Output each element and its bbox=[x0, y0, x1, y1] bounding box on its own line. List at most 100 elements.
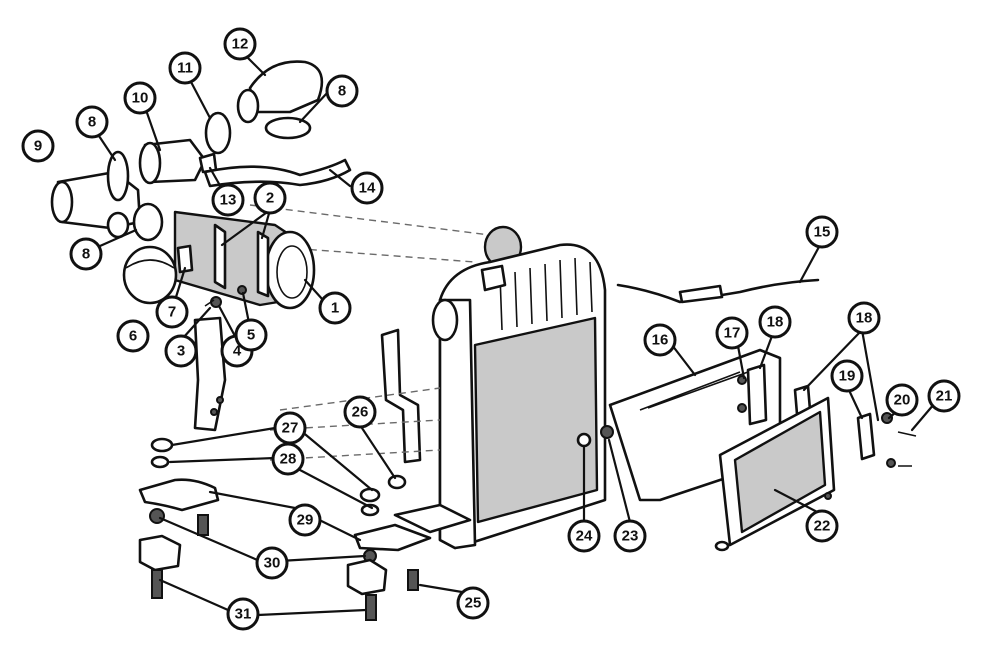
radiator-assembly bbox=[269, 243, 614, 550]
pipe-bolt bbox=[216, 396, 224, 404]
leader-line bbox=[217, 304, 238, 340]
clamp-11 bbox=[204, 111, 232, 155]
callout-18: 18 bbox=[758, 305, 792, 339]
leader-line bbox=[670, 343, 697, 377]
washer-18b bbox=[886, 458, 896, 468]
saddle-plate-29 bbox=[138, 478, 220, 512]
callout-label: 1 bbox=[331, 300, 339, 317]
callout-label: 2 bbox=[266, 190, 274, 207]
callout-label: 13 bbox=[220, 192, 237, 209]
callout-label: 28 bbox=[280, 451, 297, 468]
cooler-line-16 bbox=[639, 371, 749, 411]
callout-13: 13 bbox=[211, 183, 245, 217]
callouts: 1 2 3 4 5 6 7 8 8 8 9 10 11 12 13 14 15 … bbox=[21, 27, 961, 631]
callout-2: 2 bbox=[253, 181, 287, 215]
condenser-fins bbox=[733, 410, 827, 534]
callout-19: 18 bbox=[847, 301, 881, 335]
precleaner-cap bbox=[122, 245, 178, 305]
callout-label: 7 bbox=[168, 304, 176, 321]
callout-1: 1 bbox=[318, 291, 352, 325]
base-plate bbox=[393, 503, 472, 534]
leader-line bbox=[418, 583, 464, 594]
bolt-31 bbox=[365, 594, 377, 621]
washer-27 bbox=[359, 487, 381, 503]
callout-11: 11 bbox=[168, 51, 202, 85]
callout-label: 27 bbox=[282, 420, 299, 437]
callout-label: 21 bbox=[936, 388, 953, 405]
leader-line bbox=[798, 243, 822, 284]
callout-9: 9 bbox=[21, 129, 55, 163]
down-pipe bbox=[193, 316, 227, 432]
callout-14: 14 bbox=[350, 171, 384, 205]
bolt-3 bbox=[204, 299, 215, 307]
callout-label: 6 bbox=[129, 328, 137, 345]
drain-valve bbox=[576, 432, 592, 448]
callout-8: 8 bbox=[75, 105, 109, 139]
callout-label: 8 bbox=[88, 114, 96, 131]
washer-18 bbox=[881, 412, 893, 424]
callout-8: 8 bbox=[325, 74, 359, 108]
callout-label: 30 bbox=[264, 555, 281, 572]
callout-label: 11 bbox=[177, 60, 193, 77]
air-intake-assembly bbox=[50, 60, 523, 432]
leader-line bbox=[243, 53, 267, 77]
drain-fitting bbox=[600, 425, 614, 439]
leader-line bbox=[607, 438, 632, 524]
upper-clamp bbox=[264, 116, 312, 140]
callout-20: 19 bbox=[830, 359, 864, 393]
leader-line bbox=[158, 578, 368, 617]
callout-8: 8 bbox=[69, 237, 103, 271]
mount-rod bbox=[380, 328, 422, 464]
hose-end bbox=[50, 180, 74, 224]
condenser-bolt bbox=[824, 492, 832, 500]
callout-7: 7 bbox=[155, 295, 189, 329]
cap-ring bbox=[236, 88, 260, 124]
callout-label: 23 bbox=[622, 528, 639, 545]
leader-line bbox=[168, 456, 374, 510]
leader-line bbox=[758, 334, 774, 370]
callout-22: 22 bbox=[805, 509, 839, 543]
leader-line bbox=[170, 426, 374, 492]
callout-label: 10 bbox=[132, 90, 149, 107]
callout-6: 6 bbox=[116, 319, 150, 353]
callout-21: 21 bbox=[927, 379, 961, 413]
leader-line bbox=[298, 90, 330, 124]
bolt-29 bbox=[197, 514, 209, 536]
leader-line bbox=[208, 490, 362, 542]
bolt-31 bbox=[151, 569, 163, 599]
callout-label: 31 bbox=[235, 606, 252, 623]
callout-17: 17 bbox=[715, 316, 749, 350]
washer-28 bbox=[360, 503, 380, 517]
mounting-hardware bbox=[138, 437, 432, 621]
clamp-ring bbox=[106, 150, 130, 202]
pipe-bolt bbox=[210, 408, 218, 416]
callout-label: 9 bbox=[34, 138, 42, 155]
callout-5: 5 bbox=[234, 318, 268, 352]
side-tank bbox=[438, 298, 477, 550]
clamp-ring bbox=[106, 211, 130, 239]
callout-28: 28 bbox=[271, 442, 305, 476]
callout-label: 5 bbox=[247, 327, 255, 344]
mount-band bbox=[256, 230, 270, 298]
callout-16: 16 bbox=[643, 323, 677, 357]
callout-label: 8 bbox=[338, 83, 346, 100]
leader-line bbox=[846, 386, 864, 420]
intake-cap bbox=[248, 60, 324, 114]
washer-27 bbox=[150, 437, 174, 453]
callout-27: 27 bbox=[273, 411, 307, 445]
leader-line bbox=[95, 131, 117, 162]
filler-neck bbox=[480, 264, 507, 292]
leader-line bbox=[241, 291, 251, 325]
bracket-17 bbox=[746, 363, 768, 426]
callout-12: 12 bbox=[223, 27, 257, 61]
callout-label: 14 bbox=[359, 180, 376, 197]
lower-clamp bbox=[132, 202, 164, 242]
callout-10: 10 bbox=[123, 81, 157, 115]
precleaner-cap-rim bbox=[125, 259, 175, 269]
callout-30: 30 bbox=[255, 546, 289, 580]
bolt-21 bbox=[897, 431, 917, 467]
air-cleaner-cover-inner bbox=[276, 245, 308, 299]
leader-line bbox=[802, 328, 880, 422]
callout-15: 15 bbox=[805, 215, 839, 249]
